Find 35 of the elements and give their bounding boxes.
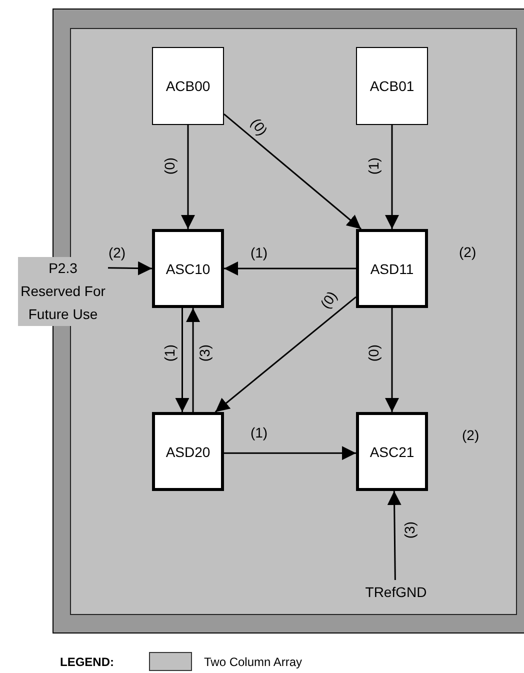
arrow: [224, 446, 356, 460]
block-box: [152, 229, 224, 308]
block-box: [356, 47, 428, 125]
block-name: ACB00: [166, 78, 210, 94]
arrow: [214, 296, 356, 413]
edge-label: (1): [162, 343, 178, 363]
block-box: [152, 412, 224, 491]
legend-text: Two Column Array: [204, 655, 302, 669]
legend-title: LEGEND:: [60, 655, 114, 669]
edge-label: (3): [402, 520, 418, 540]
block-name: ACB01: [370, 78, 414, 94]
arrow: [387, 491, 402, 580]
arrow: [175, 308, 190, 412]
block-name: ASD20: [166, 444, 210, 460]
edge-label: (3): [198, 343, 212, 363]
arrow: [224, 262, 356, 276]
block-name: ASC21: [370, 444, 414, 460]
arrow: [108, 261, 152, 276]
edge-label: (2): [107, 246, 127, 260]
block-name: ASC10: [166, 260, 210, 276]
edge-label: (0): [162, 156, 178, 176]
arrow: [186, 308, 200, 412]
block-box: [152, 47, 224, 125]
block-name: ASD11: [370, 260, 414, 276]
edge-label: (1): [249, 426, 269, 440]
block-name: P2.3 Reserved For Future Use: [18, 256, 108, 326]
edge-label: (1): [366, 156, 382, 176]
arrow: [385, 308, 399, 412]
arrow: [224, 114, 362, 230]
arrow: [385, 125, 399, 229]
beside-note: (2): [462, 427, 480, 443]
edge-label: (1): [249, 246, 269, 260]
edge-label: (0): [366, 343, 382, 363]
beside-note: (2): [459, 244, 476, 260]
arrow: [181, 125, 195, 229]
